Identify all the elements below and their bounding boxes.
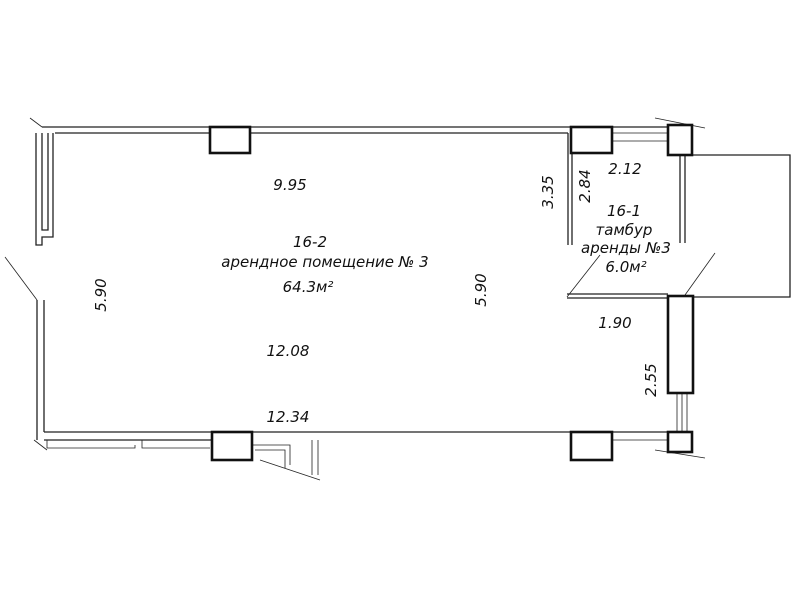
- column: [208, 125, 252, 155]
- dim-tambur-width-top: 2.12: [608, 160, 641, 178]
- left-upper-wall: [35, 133, 54, 246]
- column: [210, 430, 254, 462]
- tambur-bottom-partition: [567, 293, 668, 299]
- bottom-wall-details: [46, 439, 668, 475]
- column: [666, 430, 694, 454]
- bottom-wall-breaks: [33, 439, 706, 481]
- column: [666, 123, 694, 157]
- dim-top-inner: 9.95: [273, 176, 306, 194]
- room-number: 16-2: [293, 233, 327, 251]
- room-area: 64.3м²: [283, 278, 334, 296]
- dim-tambur-width-bottom: 1.90: [598, 314, 631, 332]
- dim-tambur-inner: 2.84: [576, 169, 594, 202]
- walls: [4, 117, 791, 481]
- dim-mid-height: 5.90: [472, 273, 490, 306]
- dim-pier-length: 2.55: [642, 363, 660, 396]
- porch-outline: [692, 154, 791, 298]
- tambur-number: 16-1: [607, 202, 641, 220]
- bottom-wall: [44, 431, 670, 441]
- labels: 9.95 16-2 арендное помещение № 3 64.3м² …: [92, 160, 671, 426]
- room-name: арендное помещение № 3: [221, 253, 428, 271]
- column: [569, 430, 614, 462]
- right-window: [676, 393, 688, 432]
- tambur-name-line2: аренды №3: [581, 239, 671, 257]
- dim-outer-length: 12.34: [267, 408, 310, 426]
- top-window: [612, 132, 668, 142]
- dim-inner-length: 12.08: [267, 342, 310, 360]
- entrance-door-swing: [684, 252, 716, 296]
- top-wall: [42, 126, 670, 134]
- left-lower-wall: [36, 300, 45, 440]
- dim-left-height: 5.90: [92, 278, 110, 311]
- left-door-swing: [4, 256, 38, 301]
- tambur-right-partition: [679, 155, 686, 243]
- top-wall-breaks: [29, 117, 706, 129]
- tambur-door-swing: [566, 254, 601, 298]
- columns: [208, 123, 695, 462]
- tambur-area: 6.0м²: [605, 258, 646, 276]
- column: [569, 125, 614, 155]
- dim-tambur-outer: 3.35: [539, 175, 557, 208]
- tambur-name-line1: тамбур: [596, 221, 653, 239]
- wall-pier: [666, 294, 695, 395]
